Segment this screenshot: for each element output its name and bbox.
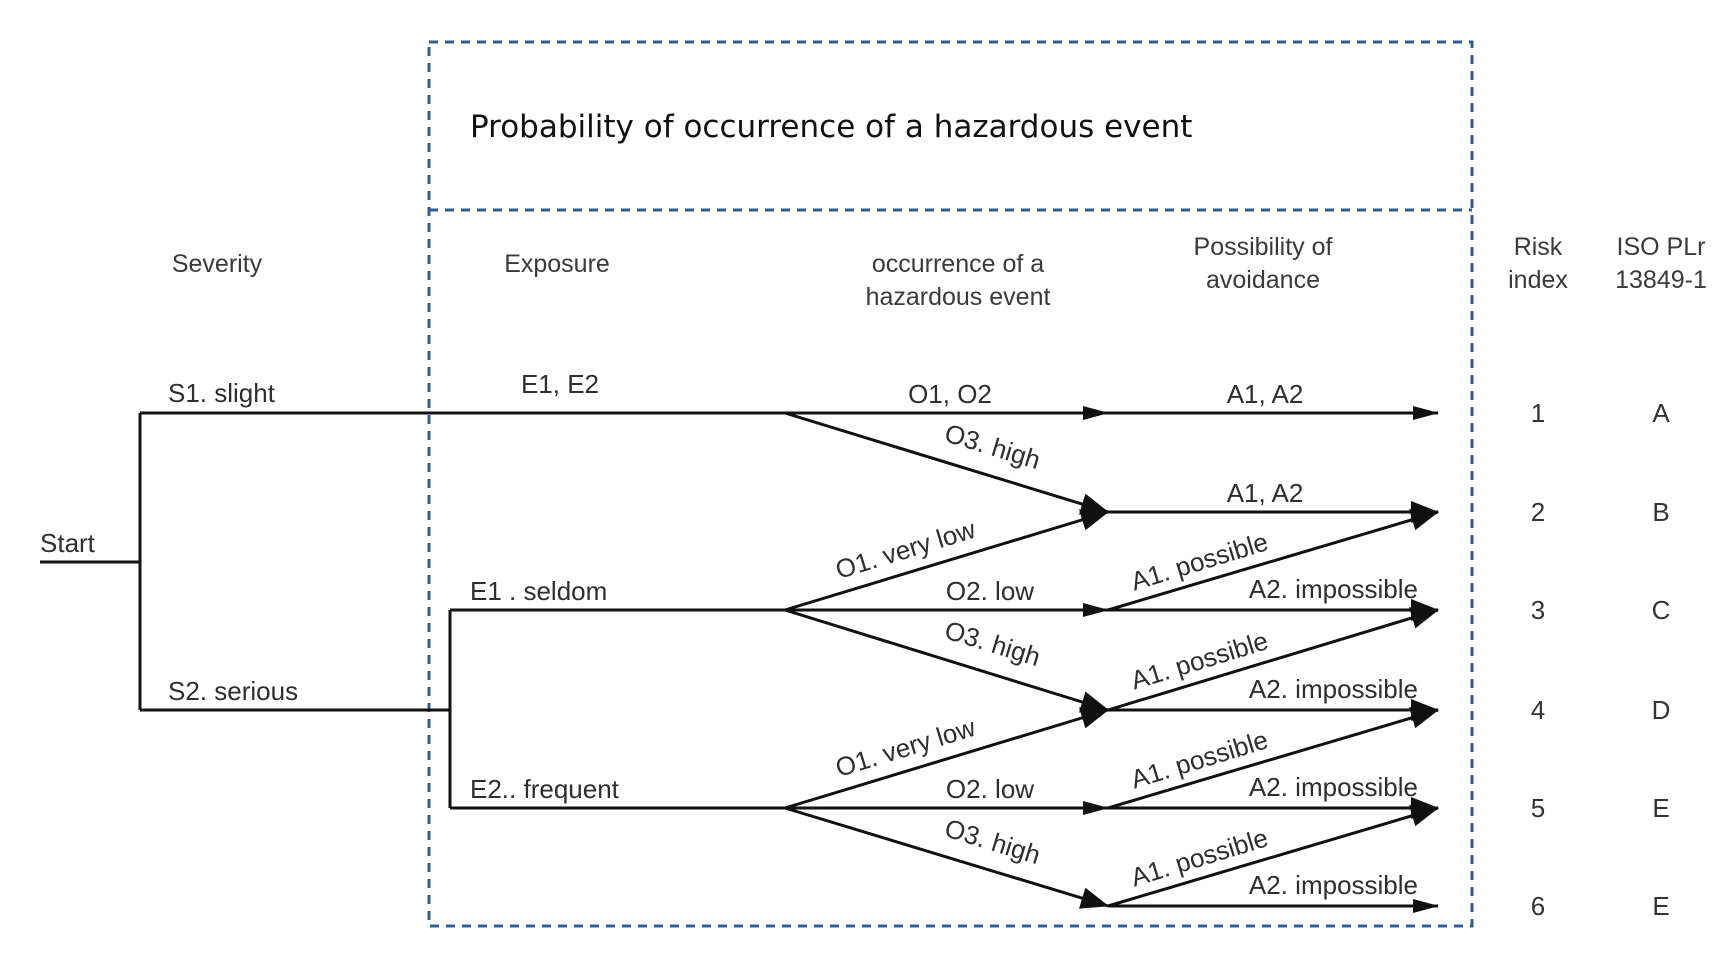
o3-arrow-frequent — [784, 806, 1109, 909]
header-occurrence-line1: occurrence of a — [872, 250, 1044, 278]
start-label: Start — [40, 528, 96, 558]
risk-index-1: 1 — [1531, 398, 1545, 428]
header-risk-index-line1: Risk — [1514, 233, 1563, 261]
o2-frequent-label: O2. low — [946, 774, 1034, 804]
header-plr-line2: 13849-1 — [1615, 266, 1707, 294]
a12-top-label: A1, A2 — [1227, 379, 1304, 409]
e2-label: E2.. frequent — [470, 774, 620, 804]
a1-arrow-row4 — [1107, 607, 1439, 712]
a2-row6-label: A2. impossible — [1249, 870, 1418, 900]
e12-label: E1, E2 — [521, 369, 599, 399]
header-avoidance-line2: avoidance — [1206, 266, 1320, 294]
e1-label: E1 . seldom — [470, 576, 607, 606]
risk-index-2: 2 — [1531, 497, 1545, 527]
risk-index-4: 4 — [1531, 695, 1545, 725]
plr-3: C — [1652, 595, 1671, 625]
header-avoidance-line1: Possibility of — [1194, 233, 1333, 261]
plr-6: E — [1652, 891, 1669, 921]
header-plr-line1: ISO PLr — [1617, 233, 1706, 261]
o1-arrow-seldom — [784, 509, 1109, 612]
probability-title: Probability of occurrence of a hazardous… — [470, 109, 1192, 145]
o3-arrow-seldom — [784, 608, 1109, 713]
plr-2: B — [1652, 497, 1669, 527]
o3-arrow-top — [784, 411, 1109, 515]
risk-index-6: 6 — [1531, 891, 1545, 921]
a1-arrow-row5 — [1107, 707, 1439, 810]
header-occurrence-line2: hazardous event — [866, 283, 1051, 311]
plr-4: D — [1652, 695, 1671, 725]
a2-row3-label: A2. impossible — [1249, 574, 1418, 604]
header-risk-index-line2: index — [1508, 266, 1568, 294]
risk-index-3: 3 — [1531, 595, 1545, 625]
header-severity: Severity — [172, 250, 263, 278]
s1-label: S1. slight — [168, 378, 276, 408]
a1-arrow-row6 — [1107, 805, 1439, 908]
header-exposure: Exposure — [504, 250, 610, 278]
risk-index-5: 5 — [1531, 793, 1545, 823]
a2-row5-label: A2. impossible — [1249, 772, 1418, 802]
o2-seldom-label: O2. low — [946, 576, 1034, 606]
plr-1: A — [1652, 398, 1670, 428]
a2-row4-label: A2. impossible — [1249, 674, 1418, 704]
s2-label: S2. serious — [168, 676, 298, 706]
a1-arrow-row3 — [1107, 509, 1439, 612]
probability-box — [427, 40, 1474, 928]
o1-arrow-frequent — [784, 707, 1109, 810]
o12-label: O1, O2 — [908, 379, 992, 409]
plr-5: E — [1652, 793, 1669, 823]
a12-second-label: A1, A2 — [1227, 478, 1304, 508]
